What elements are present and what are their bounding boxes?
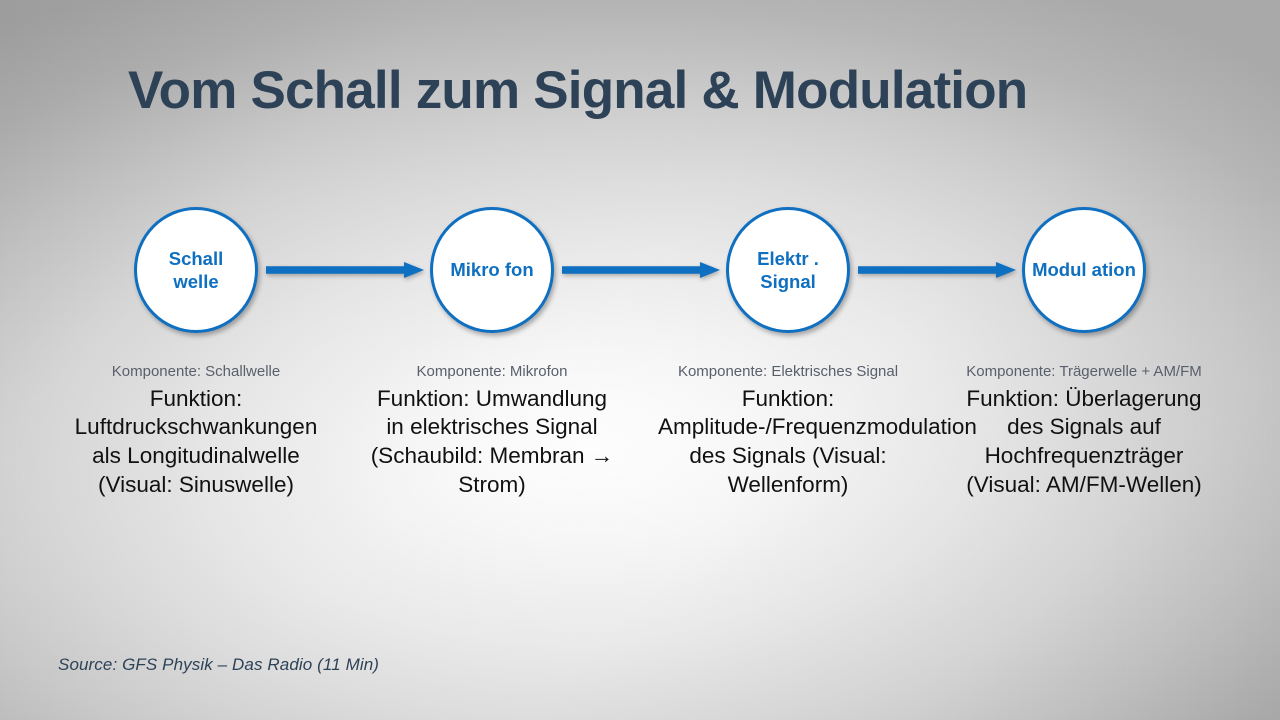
flow-node-mikrofon[interactable]: Mikro fon [430, 207, 554, 333]
flow-node-schallwelle[interactable]: Schall welle [134, 207, 258, 333]
caption-function-text: Funktion: Umwandlung in elektrisches Sig… [370, 385, 614, 498]
caption-column-mikrofon: Komponente: Mikrofon Funktion: Umwandlun… [344, 362, 640, 500]
caption-column-elektrisches-signal: Komponente: Elektrisches Signal Funktion… [640, 362, 977, 500]
caption-function-text: Funktion: Überlagerung des Signals auf H… [966, 385, 1202, 498]
flow-node-label: Modul ation [1032, 259, 1136, 281]
caption-column-traegerwelle: Komponente: Trägerwelle + AM/FM Funktion… [936, 362, 1232, 500]
flow-node-elektrisches-signal[interactable]: Elektr . Signal [726, 207, 850, 333]
arrow-right-icon-1 [266, 262, 424, 278]
caption-column-schallwelle: Komponente: Schallwelle Funktion: Luftdr… [48, 362, 344, 500]
process-flow-diagram: Schall welle Mikro fon Elektr . Signal [0, 207, 1280, 333]
caption-component-label: Komponente: Trägerwelle + AM/FM [966, 363, 1202, 380]
page-title: Vom Schall zum Signal & Modulation [128, 61, 1028, 120]
source-note: Source: GFS Physik – Das Radio (11 Min) [58, 655, 380, 674]
flow-node-modulation[interactable]: Modul ation [1022, 207, 1146, 333]
caption-component-label: Komponente: Schallwelle [111, 363, 281, 380]
caption-function-text: Funktion: Luftdruckschwankungen als Long… [74, 385, 318, 498]
arrow-right-icon-3 [858, 262, 1016, 278]
caption-component-label: Komponente: Elektrisches Signal [677, 363, 899, 380]
caption-columns: Komponente: Schallwelle Funktion: Luftdr… [0, 362, 1280, 612]
flow-node-label: Schall welle [168, 247, 224, 292]
caption-component-label: Komponente: Mikrofon [416, 363, 568, 380]
flow-node-label: Elektr . Signal [757, 247, 819, 292]
arrow-right-icon-2 [562, 262, 720, 278]
flow-node-label: Mikro fon [450, 259, 534, 281]
caption-function-text: Funktion: Amplitude-/Frequenzmodulation … [658, 385, 977, 498]
